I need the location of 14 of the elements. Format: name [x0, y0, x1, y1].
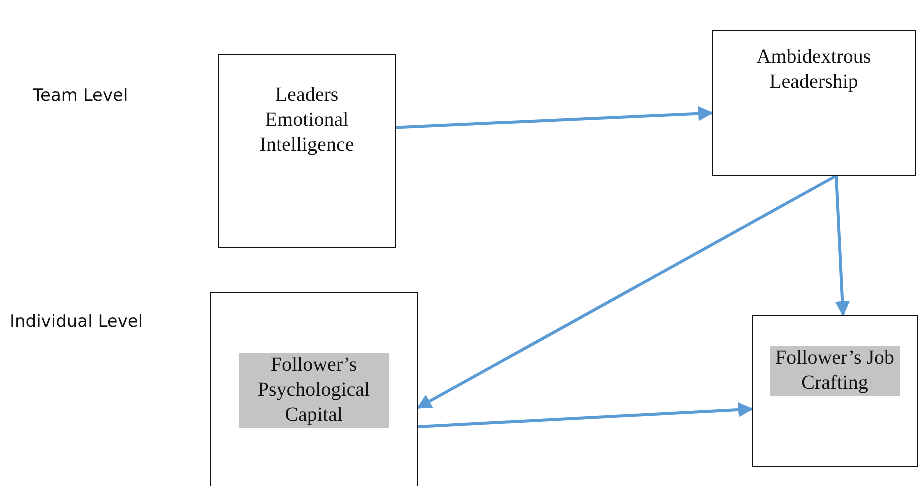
arrow — [396, 106, 714, 130]
concept-box — [218, 54, 396, 248]
box-label: Leaders Emotional Intelligence — [258, 83, 356, 158]
concept-box — [712, 30, 916, 176]
concept-box — [752, 315, 918, 467]
arrow — [416, 174, 838, 410]
arrow — [834, 176, 850, 316]
concept-box — [210, 292, 418, 486]
level-label: Individual Level — [10, 312, 144, 332]
arrow — [418, 402, 754, 428]
box-label: Ambidextrous Leadership — [756, 45, 872, 95]
box-label: Follower’s Job Crafting — [770, 346, 900, 396]
box-label: Follower’s Psychological Capital — [239, 353, 389, 428]
level-label: Team Level — [33, 86, 128, 106]
